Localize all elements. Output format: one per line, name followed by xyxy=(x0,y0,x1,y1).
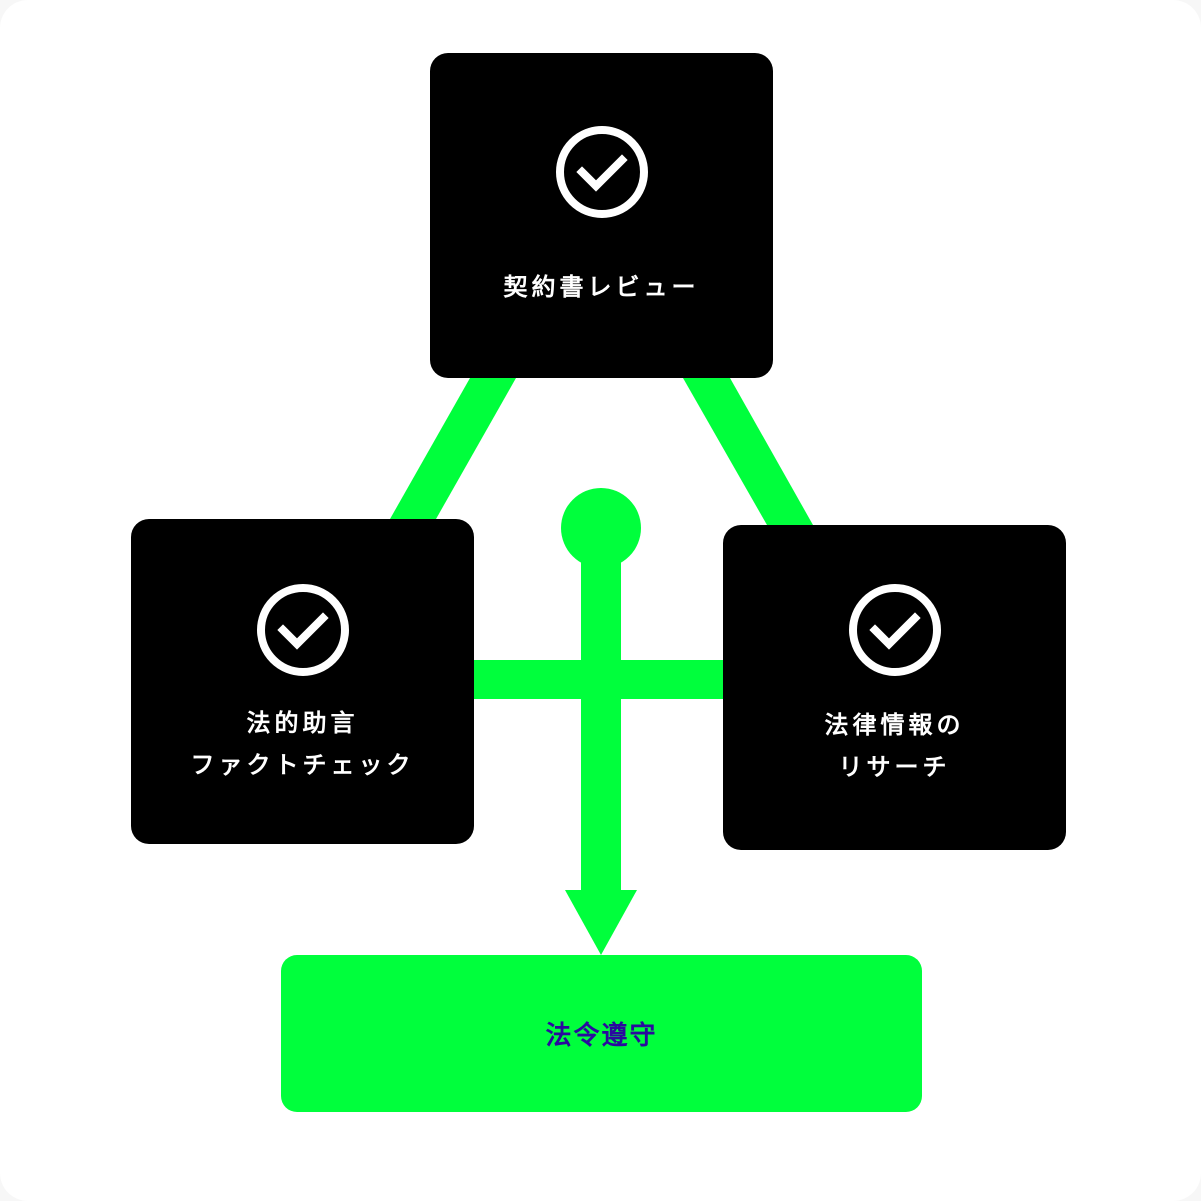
connector-top-left xyxy=(390,378,516,519)
node-label-line: ファクトチェック xyxy=(190,751,415,779)
node-label: 契約書レビュー xyxy=(430,266,773,308)
connector-top-right xyxy=(683,378,813,525)
goal-label: 法令遵守 xyxy=(545,1021,658,1051)
node-contract-review: 契約書レビュー xyxy=(430,53,773,378)
check-circle-icon xyxy=(555,126,648,218)
arrow-down-icon xyxy=(565,890,637,955)
node-label-line: リサーチ xyxy=(838,753,951,781)
check-circle-icon xyxy=(848,584,941,676)
check-circle-icon xyxy=(256,584,349,676)
node-label-line: 法律情報の xyxy=(824,711,965,739)
node-label: 法律情報の リサーチ xyxy=(723,704,1066,788)
node-legal-advice: 法的助言 ファクトチェック xyxy=(131,519,474,844)
node-label: 法的助言 ファクトチェック xyxy=(131,702,474,786)
goal-compliance: 法令遵守 xyxy=(281,955,922,1112)
node-label-line: 契約書レビュー xyxy=(503,273,700,301)
node-label-line: 法的助言 xyxy=(246,709,359,737)
node-legal-research: 法律情報の リサーチ xyxy=(723,525,1066,850)
connector-stem xyxy=(581,540,621,892)
